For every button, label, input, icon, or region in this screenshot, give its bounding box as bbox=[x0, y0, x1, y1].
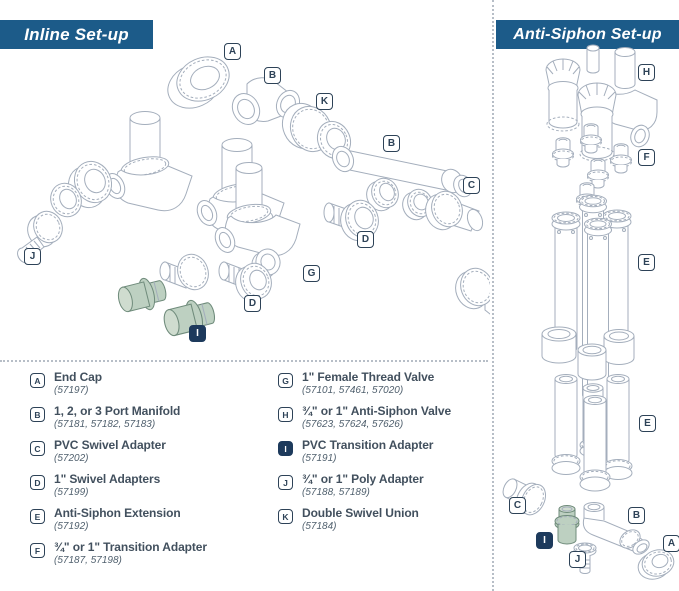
union-nut-drawing bbox=[67, 160, 113, 209]
transition-adapter-drawing bbox=[580, 123, 602, 154]
diagram-label-f: F bbox=[638, 149, 655, 166]
end-cap-drawing bbox=[167, 56, 230, 109]
legend-item-title: ¾" or 1" Anti-Siphon Valve bbox=[302, 404, 452, 418]
legend-badge-b: B bbox=[30, 407, 45, 422]
swivel-adapter-drawing bbox=[218, 261, 272, 303]
legend-item-part-numbers: (57188, 57189) bbox=[302, 487, 370, 498]
diagram-label-h: H bbox=[638, 64, 655, 81]
legend-item-part-numbers: (57191) bbox=[302, 453, 337, 464]
legend-item-title: 1" Swivel Adapters bbox=[54, 472, 161, 486]
anti-siphon-setup-banner: Anti-Siphon Set-up bbox=[496, 20, 679, 49]
legend-item-title: ¾" or 1" Transition Adapter bbox=[54, 540, 207, 554]
legend-item-end-cap: A End Cap (57197) bbox=[30, 371, 260, 396]
pvc-transition-adapter-highlight bbox=[117, 277, 167, 313]
legend-item-part-numbers: (57623, 57624, 57626) bbox=[302, 419, 404, 430]
legend-item-anti-siphon-extension: E Anti-Siphon Extension (57192) bbox=[30, 507, 260, 532]
legend-item-part-numbers: (57101, 57461, 57020) bbox=[302, 385, 404, 396]
inline-setup-banner: Inline Set-up bbox=[0, 20, 153, 49]
pvc-transition-adapter-highlight bbox=[554, 505, 580, 545]
union-nut-drawing bbox=[50, 182, 82, 218]
legend-item-pvc-transition-adapter: I PVC Transition Adapter (57191) bbox=[278, 439, 488, 464]
legend-item-double-swivel-union: K Double Swivel Union (57184) bbox=[278, 507, 488, 532]
legend-item-poly-adapter: J ¾" or 1" Poly Adapter (57188, 57189) bbox=[278, 473, 488, 498]
legend-badge-g: G bbox=[278, 373, 293, 388]
diagram-label-d: D bbox=[244, 295, 261, 312]
coupling-drawing bbox=[541, 326, 577, 364]
legend-badge-f: F bbox=[30, 543, 45, 558]
legend-item-part-numbers: (57192) bbox=[54, 521, 89, 532]
legend-item-title: Anti-Siphon Extension bbox=[54, 506, 181, 520]
legend-item-pvc-swivel-adapter: C PVC Swivel Adapter (57202) bbox=[30, 439, 260, 464]
legend-item-port-manifold: B 1, 2, or 3 Port Manifold (57181, 57182… bbox=[30, 405, 260, 430]
coupling-drawing bbox=[577, 343, 607, 381]
legend-badge-a: A bbox=[30, 373, 45, 388]
diagram-label-e: E bbox=[638, 254, 655, 271]
one-port-manifold-drawing bbox=[582, 502, 650, 555]
transition-adapter-drawing bbox=[552, 137, 574, 168]
legend-badge-i: I bbox=[278, 441, 293, 456]
legend-column-2: G 1" Female Thread Valve (57101, 57461, … bbox=[278, 371, 488, 532]
legend-badge-j: J bbox=[278, 475, 293, 490]
diagram-label-a: A bbox=[224, 43, 241, 60]
legend-badge-c: C bbox=[30, 441, 45, 456]
diagram-label-d: D bbox=[357, 231, 374, 248]
legend-badge-d: D bbox=[30, 475, 45, 490]
diagram-label-j: J bbox=[569, 551, 586, 568]
swivel-adapter-drawing bbox=[159, 253, 209, 291]
diagram-label-e: E bbox=[639, 415, 656, 432]
diagram-label-j: J bbox=[24, 248, 41, 265]
legend-item-female-thread-valve: G 1" Female Thread Valve (57101, 57461, … bbox=[278, 371, 488, 396]
legend-item-title: 1, 2, or 3 Port Manifold bbox=[54, 404, 181, 418]
swivel-adapter-drawing bbox=[455, 267, 490, 315]
transition-adapter-drawing bbox=[610, 143, 632, 174]
legend-item-part-numbers: (57181, 57182, 57183) bbox=[54, 419, 156, 430]
anti-siphon-extension-tube-drawing bbox=[603, 374, 633, 480]
legend-item-part-numbers: (57197) bbox=[54, 385, 89, 396]
inline-setup-drawing bbox=[17, 56, 490, 337]
diagram-label-b: B bbox=[383, 135, 400, 152]
diagram-label-b: B bbox=[264, 67, 281, 84]
legend-item-title: PVC Swivel Adapter bbox=[54, 438, 166, 452]
legend-item-anti-siphon-valve: H ¾" or 1" Anti-Siphon Valve (57623, 576… bbox=[278, 405, 488, 430]
legend-item-title: ¾" or 1" Poly Adapter bbox=[302, 472, 424, 486]
diagram-label-i: I bbox=[536, 532, 553, 549]
legend-item-part-numbers: (57184) bbox=[302, 521, 337, 532]
legend-badge-h: H bbox=[278, 407, 293, 422]
vertical-dotted-divider bbox=[492, 0, 494, 591]
pvc-swivel-adapter-drawing bbox=[425, 190, 484, 232]
horizontal-dotted-divider bbox=[0, 360, 488, 362]
legend-column-1: A End Cap (57197) B 1, 2, or 3 Port Mani… bbox=[30, 371, 260, 566]
diagram-label-g: G bbox=[303, 265, 320, 282]
legend-item-swivel-adapters: D 1" Swivel Adapters (57199) bbox=[30, 473, 260, 498]
legend-badge-e: E bbox=[30, 509, 45, 524]
legend-item-transition-adapter: F ¾" or 1" Transition Adapter (57187, 57… bbox=[30, 541, 260, 566]
diagram-label-k: K bbox=[316, 93, 333, 110]
anti-siphon-setup-drawing bbox=[502, 44, 675, 580]
legend-item-part-numbers: (57202) bbox=[54, 453, 89, 464]
legend-badge-k: K bbox=[278, 509, 293, 524]
anti-siphon-valve-drawing bbox=[545, 58, 581, 132]
legend-item-part-numbers: (57187, 57198) bbox=[54, 555, 122, 566]
legend-item-title: End Cap bbox=[54, 370, 102, 384]
diagram-label-b: B bbox=[628, 507, 645, 524]
legend-item-title: Double Swivel Union bbox=[302, 506, 419, 520]
end-cap-drawing bbox=[637, 549, 675, 580]
coupling-drawing bbox=[603, 329, 635, 365]
anti-siphon-extension-tube-drawing bbox=[579, 395, 611, 492]
two-port-manifold-drawing bbox=[331, 145, 473, 221]
diagram-label-c: C bbox=[463, 177, 480, 194]
anti-siphon-extension-tube-drawing bbox=[551, 374, 581, 475]
diagram-label-c: C bbox=[509, 497, 526, 514]
diagram-label-a: A bbox=[663, 535, 679, 552]
diagram-label-i: I bbox=[189, 325, 206, 342]
legend-item-title: PVC Transition Adapter bbox=[302, 438, 434, 452]
legend-item-title: 1" Female Thread Valve bbox=[302, 370, 435, 384]
legend-item-part-numbers: (57199) bbox=[54, 487, 89, 498]
female-thread-valve-drawing bbox=[104, 111, 193, 212]
